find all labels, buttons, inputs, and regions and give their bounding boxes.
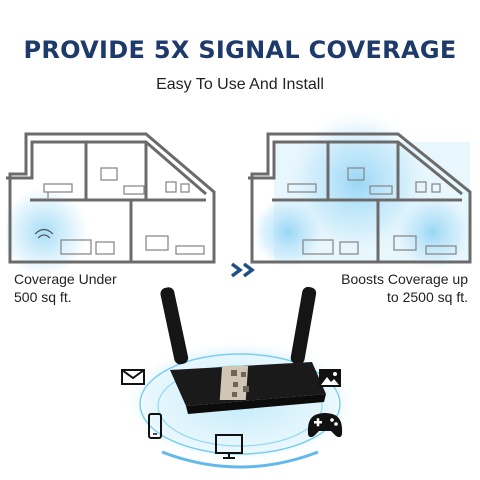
boosts-coverage-line1: Boosts Coverage up — [341, 271, 468, 287]
router-illustration — [122, 286, 358, 469]
coverage-under-line1: Coverage Under — [14, 271, 117, 287]
phone-icon — [148, 413, 162, 439]
boosts-coverage-caption: Boosts Coverage up to 2500 sq ft. — [278, 270, 468, 306]
coverage-under-caption: Coverage Under 500 sq ft. — [14, 270, 194, 306]
subheadline: Easy To Use And Install — [156, 76, 324, 93]
monitor-icon — [215, 434, 243, 459]
signal-glow-large — [288, 112, 428, 252]
headline: PROVIDE 5X SIGNAL COVERAGE — [23, 36, 457, 64]
boosts-coverage-line2: to 2500 sq ft. — [387, 289, 468, 305]
mail-icon — [121, 369, 145, 385]
gamepad-icon — [307, 413, 343, 438]
antenna-right — [290, 286, 317, 365]
wifi-icon — [34, 228, 54, 239]
picture-icon — [319, 369, 341, 387]
house-small-coverage-illustration — [6, 132, 216, 272]
coverage-under-line2: 500 sq ft. — [14, 289, 72, 305]
double-chevron-right-icon — [230, 262, 255, 278]
antenna-left — [160, 287, 189, 365]
house-full-coverage-illustration — [248, 112, 472, 270]
